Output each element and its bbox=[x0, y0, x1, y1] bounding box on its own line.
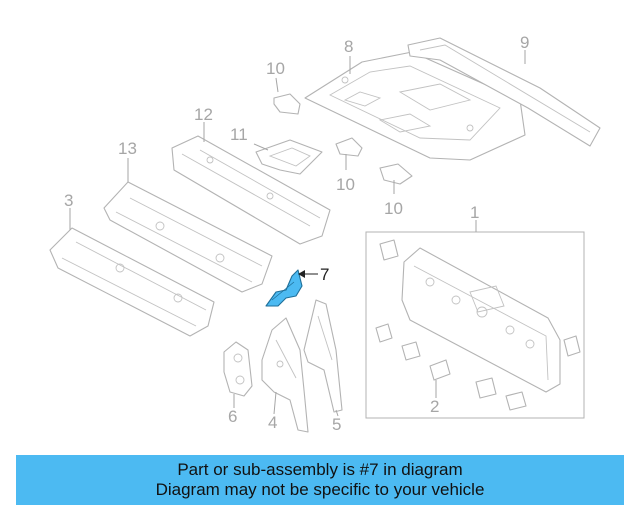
callout-6: 6 bbox=[228, 407, 237, 426]
callout-10-c: 10 bbox=[384, 199, 403, 218]
part-4-panel bbox=[261, 317, 309, 433]
callout-5: 5 bbox=[332, 415, 341, 434]
part-10-bracket-c bbox=[379, 163, 413, 185]
callout-10-a: 10 bbox=[266, 59, 285, 78]
info-banner: Part or sub-assembly is #7 in diagram Di… bbox=[16, 455, 624, 505]
part-10-bracket-b bbox=[335, 137, 363, 157]
banner-line-2: Diagram may not be specific to your vehi… bbox=[155, 480, 485, 499]
part-6-bracket bbox=[223, 341, 253, 397]
parts-diagram: 8 9 10 12 11 13 10 3 10 1 7 2 6 4 5 bbox=[49, 33, 601, 434]
part-3-crossmember bbox=[49, 227, 215, 337]
part-8-rear-panel bbox=[304, 51, 526, 161]
part-13-crossmember bbox=[103, 181, 273, 293]
callout-9: 9 bbox=[520, 33, 529, 52]
part-11-bracket bbox=[255, 139, 323, 175]
banner-line-1: Part or sub-assembly is #7 in diagram bbox=[177, 460, 463, 479]
callout-1: 1 bbox=[470, 203, 479, 222]
callout-8: 8 bbox=[344, 37, 353, 56]
part-10-bracket-a bbox=[273, 93, 301, 115]
callout-13: 13 bbox=[118, 139, 137, 158]
leader-lines bbox=[69, 50, 526, 417]
callout-2: 2 bbox=[430, 397, 439, 416]
part-9-rail bbox=[407, 37, 601, 147]
part-12-crossmember bbox=[171, 135, 331, 245]
callout-11: 11 bbox=[230, 125, 248, 144]
callout-4: 4 bbox=[268, 413, 277, 432]
part-1-assembly-box bbox=[365, 231, 585, 419]
callout-7: 7 bbox=[320, 265, 329, 284]
callout-10-b: 10 bbox=[336, 175, 355, 194]
part-5-panel bbox=[303, 299, 343, 413]
callout-3: 3 bbox=[64, 191, 73, 210]
part-7-highlighted bbox=[265, 269, 303, 307]
callout-12: 12 bbox=[194, 105, 213, 124]
